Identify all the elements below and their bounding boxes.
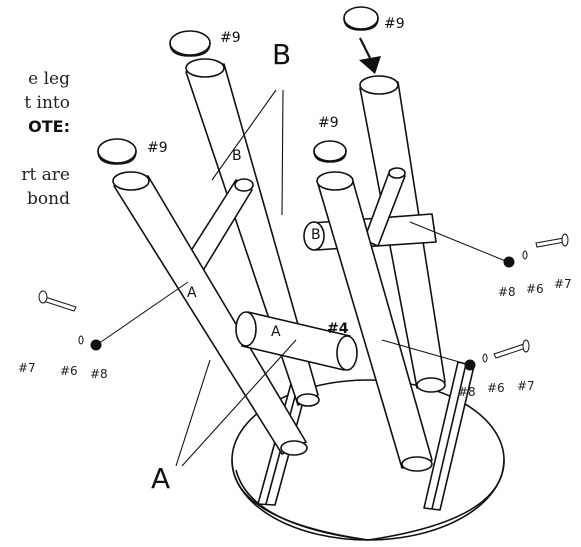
label-a-leg: A [187, 285, 197, 301]
label-screw-bottom: #7 [517, 379, 535, 393]
label-b-leg: B [232, 148, 242, 164]
cap-3 [97, 138, 137, 165]
label-nut-left: #8 [90, 367, 108, 381]
hardware-right [503, 233, 569, 268]
cap-1 [169, 30, 211, 57]
label-cap-4: #9 [318, 115, 339, 131]
cap-4 [313, 140, 347, 163]
note-heading: OTE: [28, 117, 70, 136]
leg-b-left [185, 58, 320, 407]
hardware-bottom [464, 339, 530, 371]
label-washer-right: #6 [526, 282, 544, 296]
instruction-line-5: bond [27, 189, 70, 209]
rung-a [235, 311, 358, 371]
rung-right-side [363, 167, 406, 247]
label-cap-2: #9 [384, 16, 405, 32]
label-a-callout: A [151, 462, 170, 495]
label-part-4: #4 [327, 321, 349, 337]
hardware-left [38, 290, 102, 351]
label-nut-bottom: #8 [458, 385, 476, 399]
label-cap-1: #9 [220, 30, 241, 46]
callout-a-lines [175, 339, 297, 467]
label-b-callout: B [272, 38, 291, 71]
cap-2 [343, 6, 379, 31]
label-rung-b: B [311, 227, 321, 243]
instruction-line-2: t into [24, 93, 70, 113]
instruction-line-1: e leg [28, 69, 70, 89]
leg-a-right [316, 171, 433, 472]
callout-b-lines [211, 89, 284, 216]
label-screw-right: #7 [554, 277, 572, 291]
label-rung-a: A [271, 324, 281, 340]
label-screw-left: #7 [18, 361, 36, 375]
label-nut-right: #8 [498, 285, 516, 299]
leg-a-left [112, 171, 308, 456]
arrow-down [359, 37, 381, 74]
label-washer-bottom: #6 [487, 381, 505, 395]
hardware-lead-lines [97, 221, 509, 366]
label-washer-left: #6 [60, 364, 78, 378]
instruction-line-4: rt are [21, 165, 70, 185]
label-cap-3: #9 [147, 140, 168, 156]
